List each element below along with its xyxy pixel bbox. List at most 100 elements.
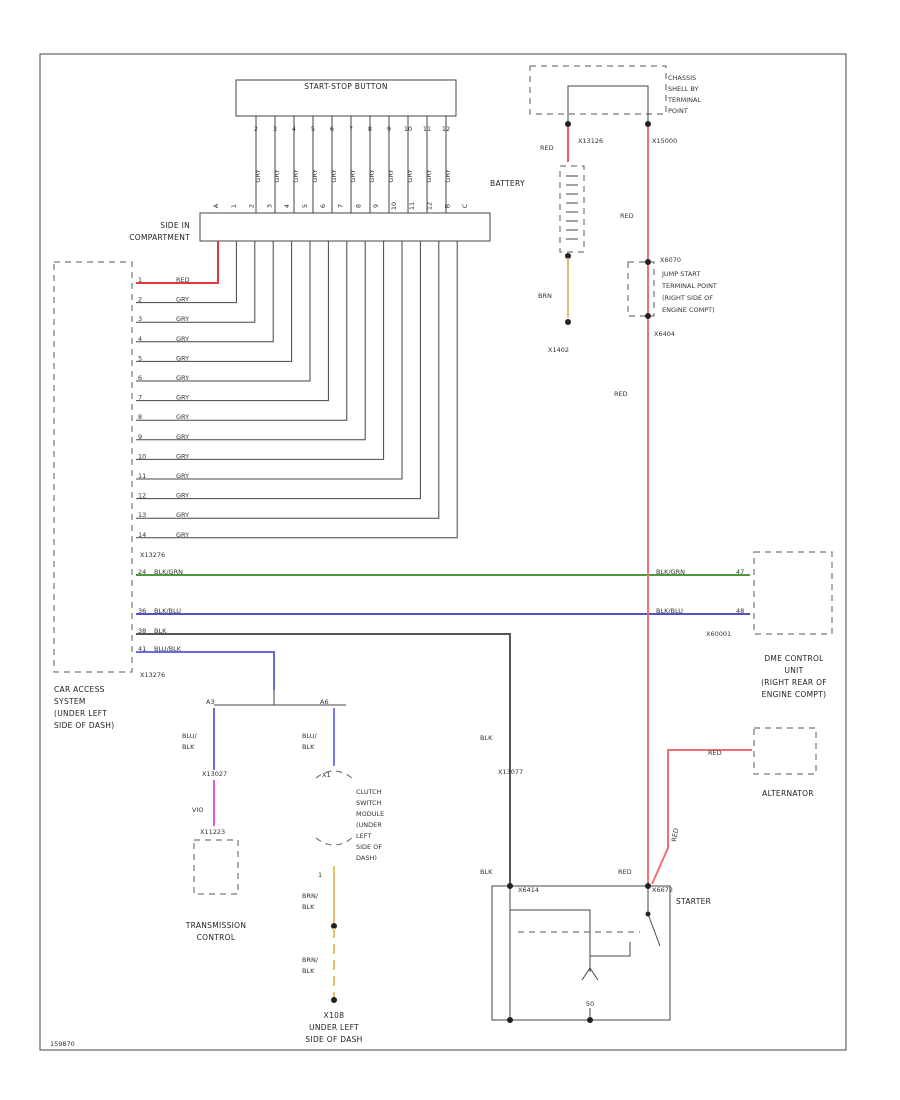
cas-pin-3: 3 <box>138 315 142 323</box>
blk-conn: X13077 <box>498 768 523 776</box>
starter-label: STARTER <box>676 897 711 906</box>
transmission-module <box>193 839 239 895</box>
trans-label-2: CONTROL <box>197 933 236 942</box>
wire-gry-cas-4 <box>136 241 274 343</box>
cas-pin-12: 12 <box>138 492 146 500</box>
clutch-brn-1b: BLK <box>302 903 315 911</box>
blk-label-2: BLK <box>480 868 493 876</box>
ground-line-2: SIDE OF DASH <box>305 1035 362 1044</box>
wire-gry-cas-6 <box>136 241 311 382</box>
dme-wire-1: BLK/GRN <box>656 568 685 576</box>
jump-1: JUMP START <box>661 270 700 278</box>
chassis-4: POINT <box>668 107 688 115</box>
cas-pin-2: 2 <box>138 296 142 304</box>
cas-desc-3: (UNDER LEFT <box>54 709 107 718</box>
dme-line-3: (RIGHT REAR OF <box>761 678 827 687</box>
cas-desc-2: SYSTEM <box>54 697 86 706</box>
cas-pin-10: 10 <box>138 452 146 460</box>
cas-color-6: GRY <box>176 374 189 382</box>
cas-desc-4: SIDE OF DASH) <box>54 721 114 730</box>
main-red-trunk: RED RED <box>614 127 649 886</box>
pin-41: 41 <box>138 645 146 653</box>
wire-gry-cas-8 <box>136 241 348 421</box>
clutch-brn-1: BRN/ <box>302 892 319 900</box>
battery-label: BATTERY <box>490 179 525 188</box>
dme-line-1: DME CONTROL <box>764 654 824 663</box>
clutch-line-6: DASH) <box>356 854 377 862</box>
wire-blk <box>136 633 511 886</box>
top-pin-A: A <box>212 203 220 208</box>
clutch-line-0: CLUTCH <box>356 788 382 796</box>
chassis-1: CHASSIS <box>668 74 696 82</box>
pin-38-color: BLK <box>154 627 167 635</box>
alt-wire: RED <box>708 749 722 757</box>
top-pin-8: 8 <box>354 204 362 208</box>
battery-wire-bottom: BRN <box>538 292 552 300</box>
trunk-red-2: RED <box>614 390 628 398</box>
cas-color-2: GRY <box>176 296 189 304</box>
alt-wire-side: RED <box>670 828 680 843</box>
wire-gry-cas-14 <box>136 241 458 539</box>
ss-wire-color-5: GRY <box>311 169 319 182</box>
clutch-line-5: SIDE OF <box>356 843 382 851</box>
dme-control-unit: BLK/GRN BLK/BLU 47 48 X60001 DME CONTROL… <box>656 551 833 699</box>
cas-color-9: GRY <box>176 433 189 441</box>
pin-38: 38 <box>138 627 146 635</box>
cas-lower-wires: 24 BLK/GRN 36 BLK/BLU 38 BLK 41 BLU/BLK <box>136 568 750 886</box>
wire-gry-cas-12 <box>136 241 421 500</box>
cas-color-8: GRY <box>176 413 189 421</box>
cas-pin-13: 13 <box>138 511 146 519</box>
top-pin-1: 1 <box>230 204 238 208</box>
cas-color-10: GRY <box>176 452 189 460</box>
gry-wire-ladder <box>136 241 458 539</box>
cas-connector-b: X13276 <box>140 671 165 679</box>
pin-24: 24 <box>138 568 146 576</box>
clutch-line-4: LEFT <box>356 832 371 840</box>
cas-pin-11: 11 <box>138 472 146 480</box>
clutch-line-2: MODULE <box>356 810 384 818</box>
battery-wire-top: RED <box>540 144 554 152</box>
trans-wire-1: BLU/ <box>182 732 198 740</box>
top-pin-7: 7 <box>337 204 345 208</box>
side-in-label: SIDE IN <box>160 221 190 230</box>
trunk-red-1: RED <box>620 212 634 220</box>
wire-gry-cas-13 <box>136 241 440 519</box>
splice-a: A3 <box>206 698 215 706</box>
alternator: RED RED ALTERNATOR <box>651 727 817 885</box>
cas-pin-4: 4 <box>138 335 142 343</box>
jump-3: (RIGHT SIDE OF <box>662 294 713 302</box>
clutch-line-1: SWITCH <box>356 799 382 807</box>
splice-b: A6 <box>320 698 329 706</box>
alt-label: ALTERNATOR <box>762 789 814 798</box>
chassis-3: TERMINAL <box>667 96 701 104</box>
clutch-branch: BLU/ BLK X1 CLUTCHSWITCHMODULE(UNDERLEFT… <box>302 708 384 1044</box>
clutch-line-3: (UNDER <box>356 821 382 829</box>
ss-wire-color-9: GRY <box>387 169 395 182</box>
top-pin-3: 3 <box>265 204 273 208</box>
wire-blu-blk <box>136 651 275 690</box>
trans-conn: X11223 <box>200 828 225 836</box>
top-pin-5: 5 <box>301 204 309 208</box>
clutch-wire-2: BLK <box>302 743 315 751</box>
starter: X6414 X6672 RED STARTER 50 <box>491 868 711 1023</box>
cas-pin-14: 14 <box>138 531 146 539</box>
jump-start-terminal: X6070 JUMP START TERMINAL POINT (RIGHT S… <box>627 256 717 338</box>
start-stop-button: START-STOP BUTTON 2GRY3GRY4GRY5GRY6GRY7G… <box>235 79 457 213</box>
ss-wire-color-12: GRY <box>444 169 452 182</box>
cas-pin-8: 8 <box>138 413 142 421</box>
trans-vio: VIO <box>192 806 203 814</box>
dme-line-2: UNIT <box>784 666 803 675</box>
trans-wire-2: BLK <box>182 743 195 751</box>
pin-36: 36 <box>138 607 146 615</box>
start-stop-title: START-STOP BUTTON <box>304 82 388 91</box>
ss-wire-color-2: GRY <box>254 169 262 182</box>
cas-pin-5: 5 <box>138 354 142 362</box>
cas-desc-1: CAR ACCESS <box>54 685 105 694</box>
cas-color-5: GRY <box>176 354 189 362</box>
clutch-brn-2: BRN/ <box>302 956 319 964</box>
jump-4: ENGINE COMPT) <box>662 306 715 314</box>
battery: RED BATTERY BRN X1402 <box>490 127 585 354</box>
footer-code: 159870 <box>50 1040 75 1048</box>
cas-pin-6: 6 <box>138 374 142 382</box>
